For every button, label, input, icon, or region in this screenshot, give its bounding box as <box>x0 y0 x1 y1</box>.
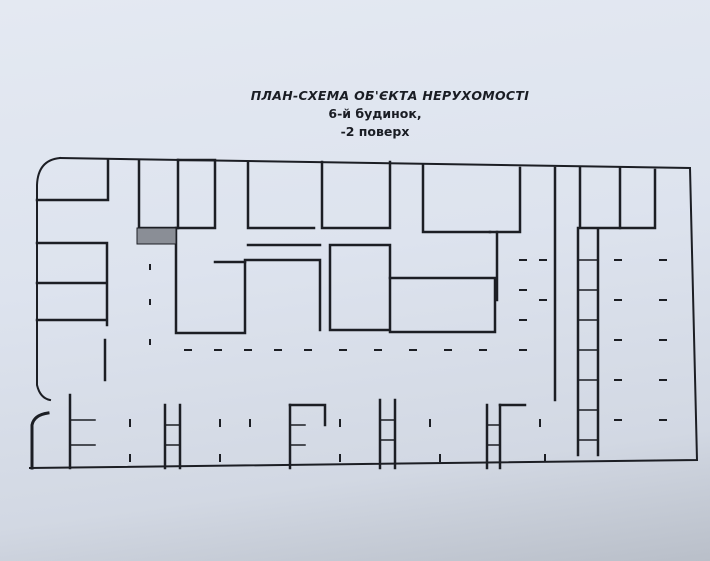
parking-marks <box>129 259 667 462</box>
parking-stall-dividers <box>69 259 599 446</box>
highlighted-unit <box>136 227 177 245</box>
floor-label: -2 поверх <box>340 124 410 139</box>
building-label: 6-й будинок, <box>328 106 422 121</box>
plan-title: ПЛАН-СХЕМА ОБ'ЄКТА НЕРУХОМОСТІ <box>250 88 530 103</box>
outer-walls <box>28 156 699 470</box>
